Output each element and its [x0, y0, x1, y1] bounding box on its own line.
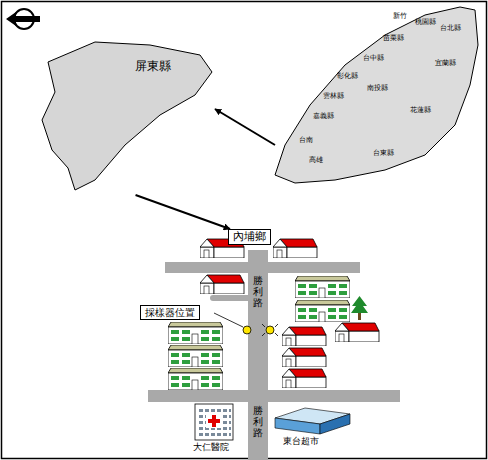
county-outline-shape [40, 38, 215, 195]
road-name: 勝利路 [253, 405, 263, 438]
area-name: 桃園縣 [415, 19, 436, 27]
building-name: 東台超市 [283, 437, 319, 447]
callout-box: 採樣器位置 [140, 305, 200, 320]
area-name: 台南 [299, 137, 313, 145]
box-text: 內埔鄉 [233, 231, 266, 243]
apartment-building [168, 276, 350, 390]
place-box: 內埔鄉 [228, 229, 271, 245]
hospital [195, 404, 233, 440]
box-text: 採樣器位置 [145, 307, 195, 318]
area-name: 雲林縣 [323, 93, 344, 101]
arrow-connector [136, 195, 230, 229]
house [200, 239, 379, 388]
sampler-symbol [243, 324, 278, 336]
area-name: 台東縣 [373, 150, 394, 158]
area-name: 屏東縣 [135, 60, 171, 73]
building-name: 大仁醫院 [193, 443, 229, 453]
area-name: 苗栗縣 [383, 35, 404, 43]
area-name: 嘉義縣 [313, 113, 334, 121]
area-name: 高雄 [309, 157, 323, 165]
supermarket [275, 408, 350, 434]
area-name: 台中縣 [363, 55, 384, 63]
leader-line [214, 313, 243, 327]
area-name: 彰化縣 [337, 73, 358, 81]
area-name: 花蓮縣 [410, 107, 431, 115]
tree [351, 296, 368, 320]
area-name: 台北縣 [440, 25, 461, 33]
county-outline: 屏東縣 [40, 38, 215, 195]
road-name: 勝利路 [253, 275, 263, 308]
area-name: 新竹 [393, 13, 407, 21]
arrow-connector [215, 109, 275, 145]
road [148, 250, 400, 460]
area-name: 宜蘭縣 [435, 60, 456, 68]
area-name: 南投縣 [367, 85, 388, 93]
compass [6, 9, 40, 29]
island-map: 台北縣桃園縣新竹苗栗縣台中縣宜蘭縣彰化縣南投縣花蓮縣 雲林縣嘉義縣台南高雄 台東縣 [275, 5, 480, 185]
